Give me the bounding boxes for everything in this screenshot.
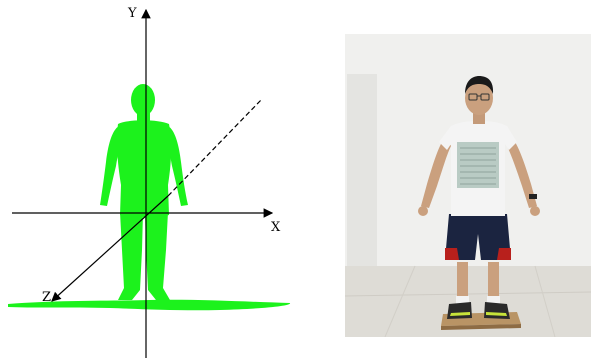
z-axis-dashed bbox=[168, 99, 262, 196]
shorts-stripe bbox=[497, 248, 511, 260]
silhouette-right-leg bbox=[145, 212, 170, 300]
left-shoe bbox=[447, 302, 472, 319]
right-shoe bbox=[484, 302, 510, 319]
silhouette-torso bbox=[117, 120, 171, 217]
shirt-print bbox=[457, 142, 499, 188]
z-axis-label: Z bbox=[42, 290, 51, 305]
silhouette-left-leg bbox=[118, 212, 143, 300]
right-hand bbox=[530, 206, 540, 216]
left-hand bbox=[418, 206, 428, 216]
y-axis-label: Y bbox=[127, 6, 137, 21]
human-silhouette bbox=[8, 84, 290, 310]
watch bbox=[529, 194, 537, 199]
silhouette-head bbox=[131, 84, 155, 116]
door-frame bbox=[347, 74, 377, 274]
shorts-stripe bbox=[445, 248, 459, 260]
x-axis-label: X bbox=[271, 220, 281, 235]
person-standing-on-board-photo bbox=[345, 34, 591, 337]
